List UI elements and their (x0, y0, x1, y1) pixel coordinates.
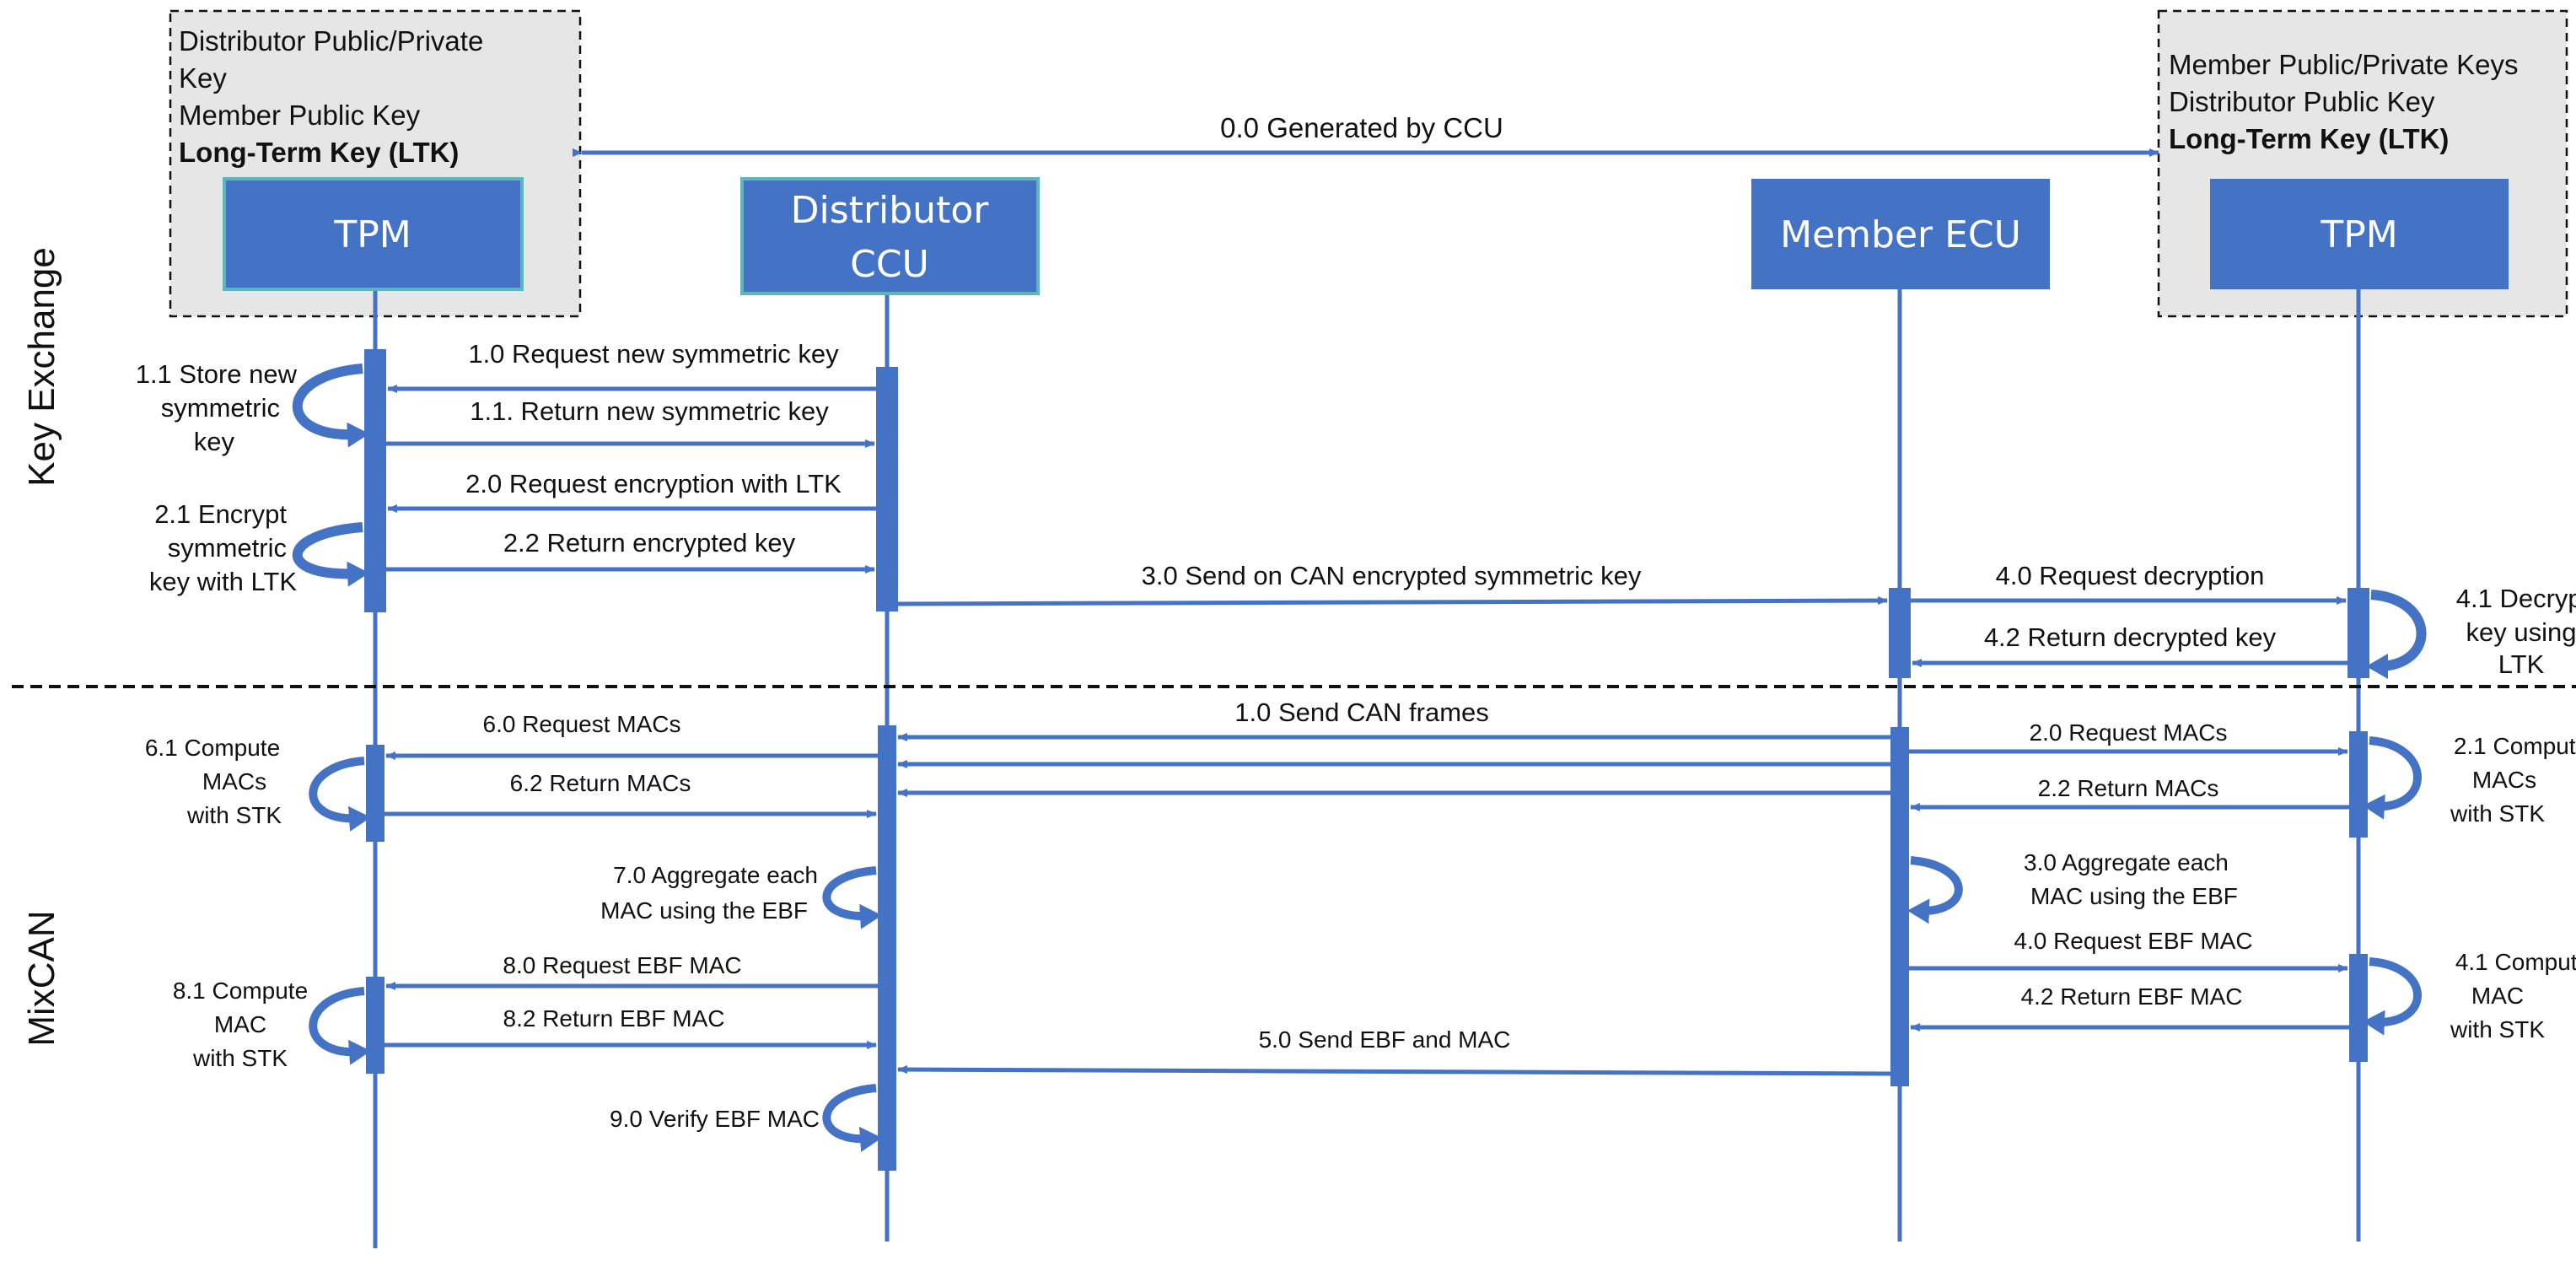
note-compute-6-1-1: 6.1 Compute (145, 735, 280, 761)
note-aggregate-7-2: MAC using the EBF (600, 897, 808, 924)
note-compute-2-1-1: 2.1 Compute (2454, 733, 2576, 759)
activation-tpm-left-2 (366, 745, 385, 842)
can-5-0-arrow (897, 1065, 1891, 1076)
note-store-2: symmetric (161, 393, 280, 423)
note-compute-6-1-3: with STK (186, 802, 282, 828)
participant-tpm-right-label: TPM (2320, 213, 2397, 256)
msg-2-0-label: 2.0 Request encryption with LTK (465, 469, 842, 498)
note-compute-2-1-2: MACs (2472, 767, 2536, 793)
msg-2-2-label: 2.2 Return encrypted key (503, 528, 796, 558)
participant-ccu-label-1: Distributor (791, 189, 990, 232)
note-compute-8-1-2: MAC (214, 1011, 266, 1037)
msg-3-0-arrow (897, 596, 1888, 606)
can-2-2-label: 2.2 Return MACs (2038, 775, 2219, 801)
can-5-0-label: 5.0 Send EBF and MAC (1259, 1026, 1511, 1053)
participant-tpm-left-label: TPM (333, 213, 411, 256)
can-8-2-label: 8.2 Return EBF MAC (503, 1005, 725, 1032)
note-aggregate-3-1: 3.0 Aggregate each (2024, 849, 2229, 875)
activation-tpm-right-2 (2349, 731, 2368, 838)
note-compute-4-1-2: MAC (2471, 983, 2524, 1009)
participant-member-ecu (1751, 179, 2050, 289)
participant-distributor-ccu (740, 177, 1040, 295)
participant-member-ecu-label: Member ECU (1780, 213, 2021, 256)
msg-4-2-label: 4.2 Return decrypted key (1984, 622, 2277, 652)
self-arrow-compute-2-1 (2363, 736, 2422, 820)
left-key-line-2: Key (179, 62, 227, 94)
activation-tpm-left-3 (366, 977, 385, 1074)
msg-4-0-label: 4.0 Request decryption (1996, 561, 2265, 590)
can-6-2-label: 6.2 Return MACs (510, 770, 691, 796)
participant-ccu-label-2: CCU (850, 243, 929, 286)
note-aggregate-3-2: MAC using the EBF (2030, 883, 2238, 909)
left-key-line-1: Distributor Public/Private (179, 25, 483, 57)
note-encrypt-2: symmetric (168, 533, 287, 563)
phase-key-exchange: Key Exchange (21, 247, 62, 487)
note-encrypt-1: 2.1 Encrypt (154, 499, 287, 529)
activation-tpm-right-3 (2349, 954, 2368, 1062)
activation-tpm-left-1 (364, 349, 386, 612)
self-arrow-store (292, 364, 369, 448)
left-key-line-3: Member Public Key (179, 100, 421, 131)
note-compute-8-1-1: 8.1 Compute (173, 978, 308, 1004)
phase-mixcan: MixCAN (21, 910, 62, 1046)
right-key-line-2: Distributor Public Key (2169, 86, 2435, 117)
left-key-bold: Long-Term Key (LTK) (179, 137, 459, 168)
self-arrow-verify (822, 1084, 882, 1152)
activation-ecu-2 (1890, 727, 1909, 1086)
note-store-3: key (194, 427, 235, 456)
note-compute-4-1-3: with STK (2450, 1016, 2545, 1042)
self-arrow-decrypt (2366, 590, 2427, 679)
msg-1-0-label: 1.0 Request new symmetric key (468, 339, 839, 369)
can-8-0-label: 8.0 Request EBF MAC (503, 952, 741, 978)
self-arrow-encrypt (292, 522, 369, 587)
can-6-0-label: 6.0 Request MACs (483, 711, 681, 737)
right-key-bold: Long-Term Key (LTK) (2169, 123, 2449, 154)
self-arrow-compute-4-1 (2363, 957, 2422, 1036)
can-1-0-label: 1.0 Send CAN frames (1234, 698, 1489, 727)
activation-ecu-1 (1889, 588, 1911, 678)
note-encrypt-3: key with LTK (149, 567, 297, 596)
note-decrypt-2: key using (2466, 617, 2576, 647)
note-compute-8-1-3: with STK (192, 1045, 288, 1071)
activation-ccu-1 (876, 367, 898, 611)
right-key-line-1: Member Public/Private Keys (2169, 49, 2518, 80)
msg-1-1-label: 1.1. Return new symmetric key (470, 396, 829, 426)
can-2-0-label: 2.0 Request MACs (2030, 719, 2228, 746)
activation-ccu-2 (878, 725, 896, 1171)
note-decrypt-3: LTK (2498, 649, 2545, 679)
generated-label: 0.0 Generated by CCU (1220, 112, 1503, 143)
participant-tpm-left (223, 177, 524, 291)
participant-tpm-right (2210, 179, 2509, 289)
can-4-0-label: 4.0 Request EBF MAC (2014, 928, 2252, 954)
can-4-2-label: 4.2 Return EBF MAC (2021, 983, 2243, 1010)
note-compute-4-1-1: 4.1 Compute (2455, 949, 2576, 975)
msg-3-0-label: 3.0 Send on CAN encrypted symmetric key (1142, 561, 1642, 590)
self-arrow-compute-6-1 (309, 757, 371, 832)
activation-tpm-right-1 (2347, 588, 2369, 678)
note-verify: 9.0 Verify EBF MAC (610, 1106, 820, 1132)
self-arrow-compute-8-1 (309, 987, 371, 1065)
self-arrow-aggregate-3 (1907, 856, 1963, 924)
self-arrow-aggregate-7 (822, 866, 882, 929)
note-aggregate-7-1: 7.0 Aggregate each (613, 862, 818, 888)
note-compute-2-1-3: with STK (2450, 800, 2545, 827)
note-compute-6-1-2: MACs (202, 768, 266, 795)
note-store-1: 1.1 Store new (136, 359, 298, 389)
note-decrypt-1: 4.1 Decrypt (2456, 584, 2576, 613)
